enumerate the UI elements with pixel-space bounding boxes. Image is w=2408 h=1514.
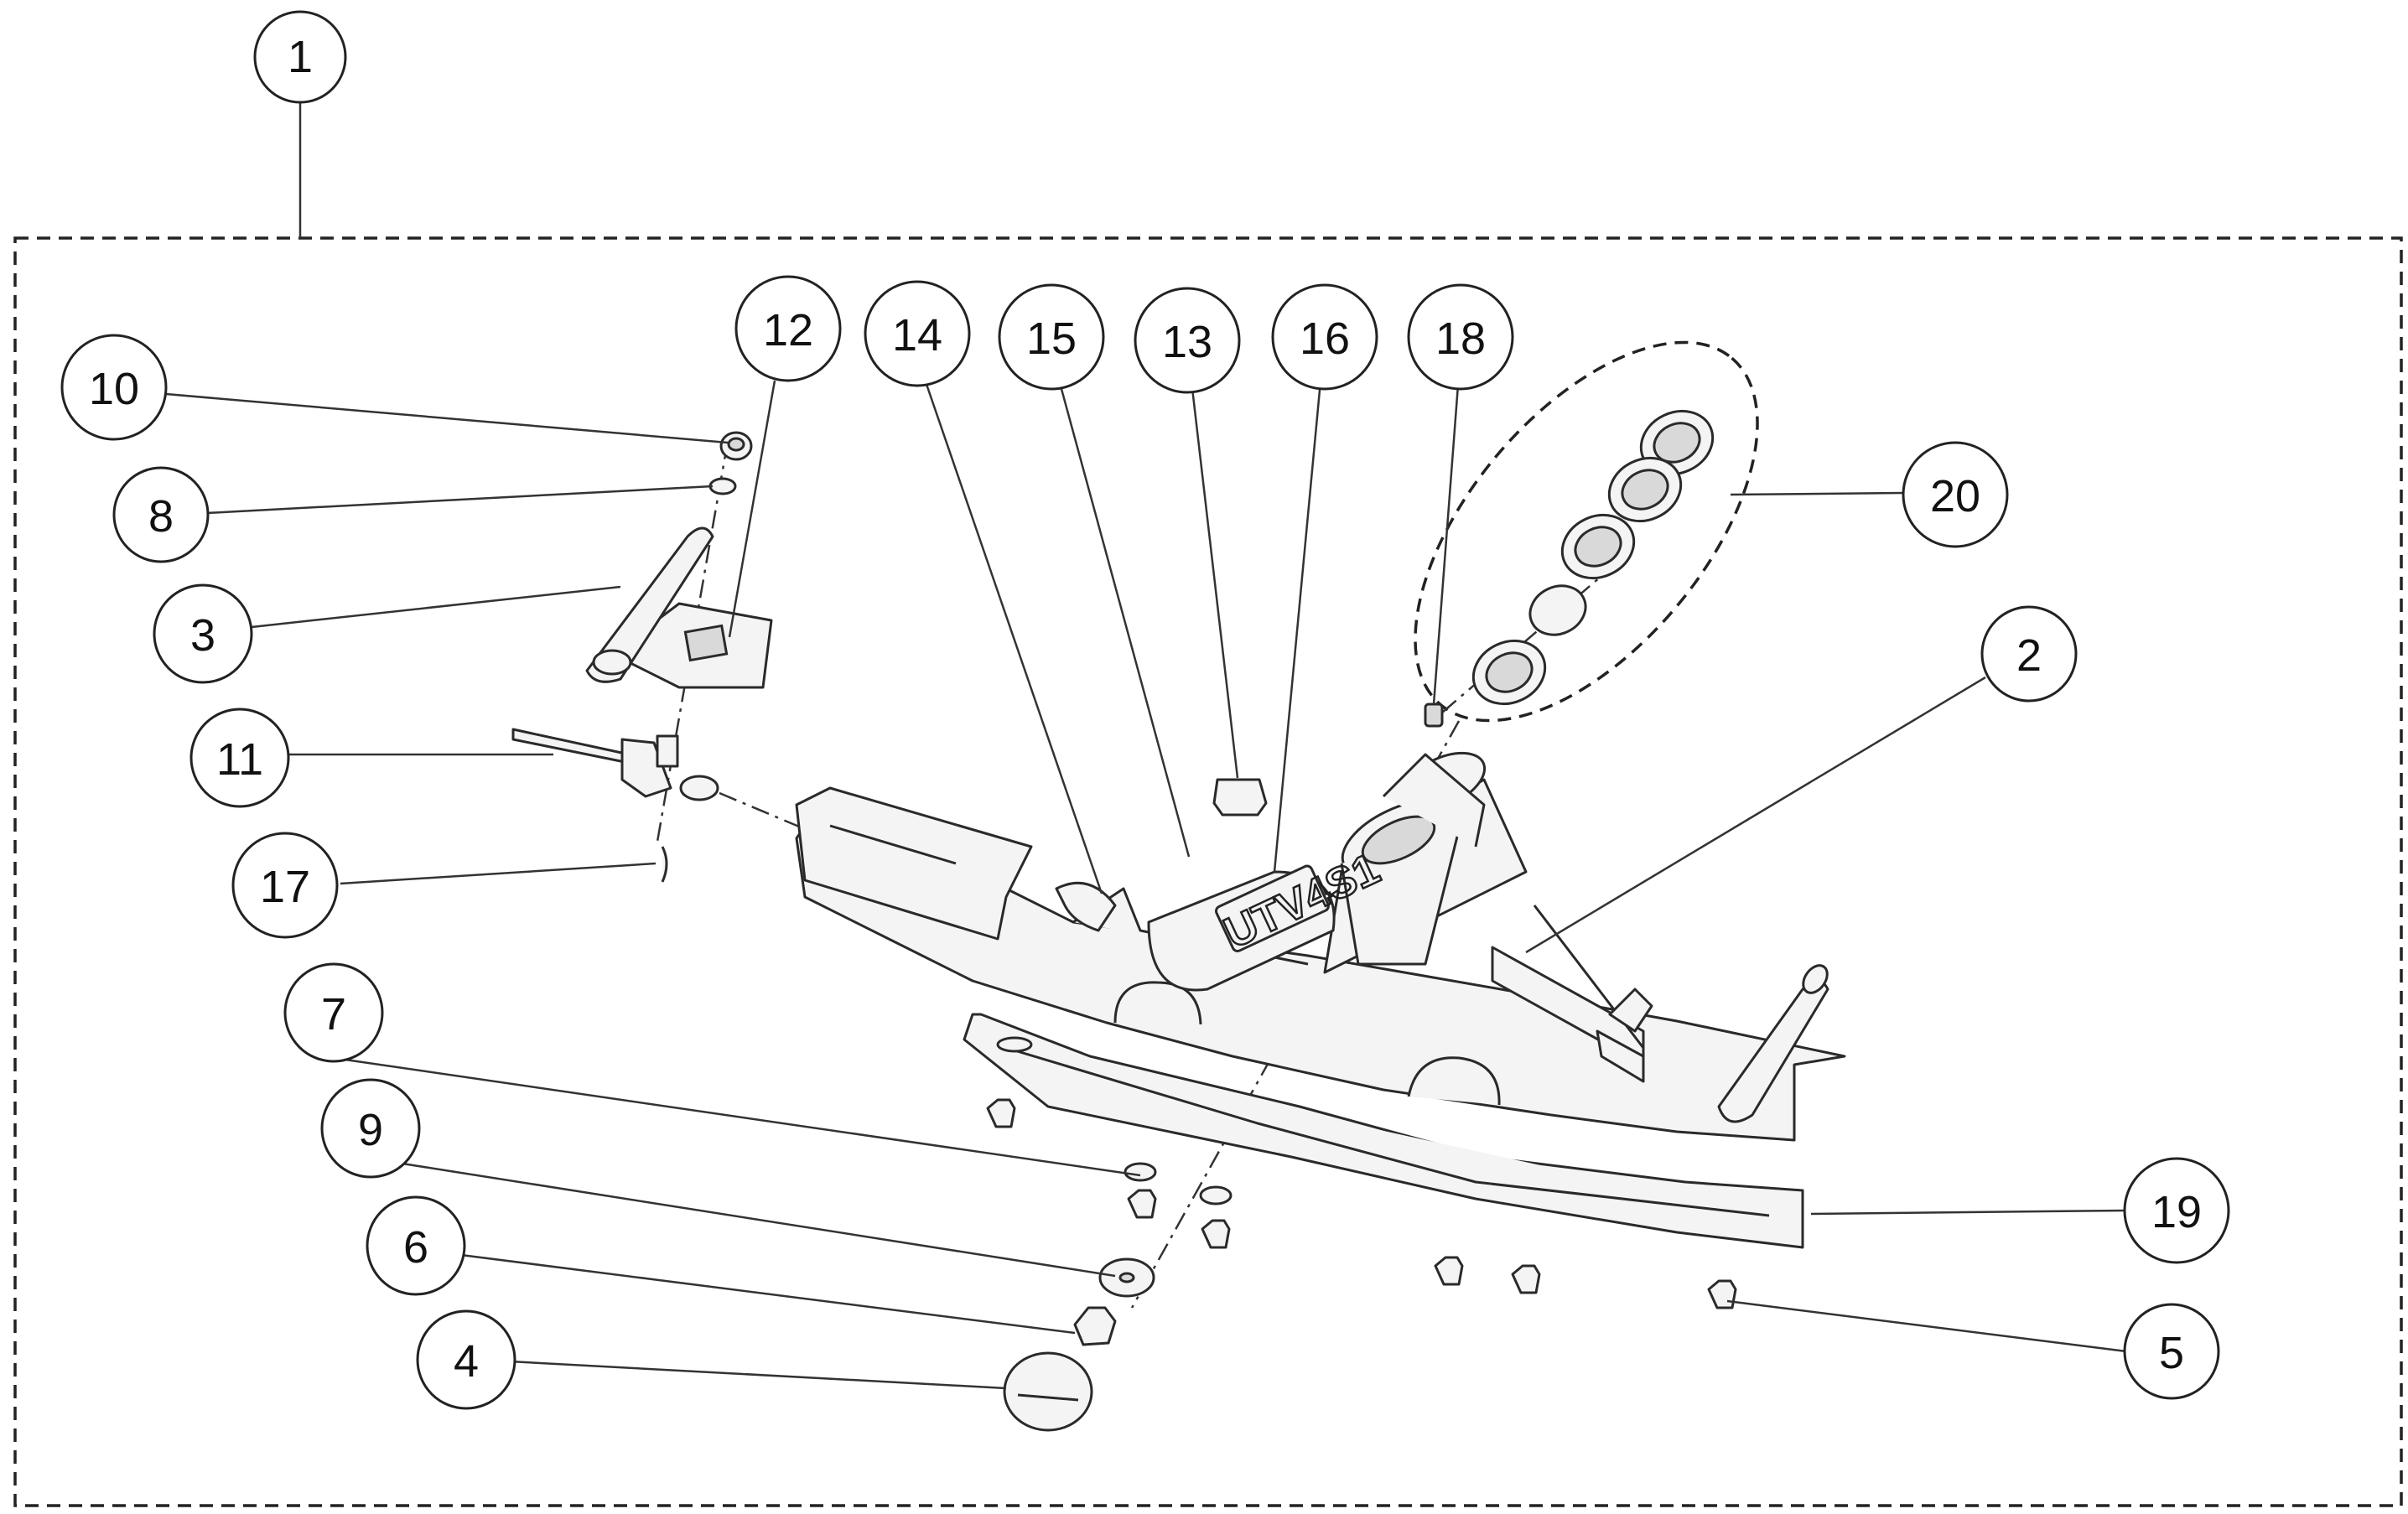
callout-15: 15 [998,283,1105,391]
peg-bolt [511,728,719,801]
leader-lines [165,366,2127,1390]
bearing-set [1471,409,1715,706]
callout-18: 18 [1407,283,1514,391]
assembly-boundary [13,236,2403,1507]
callout-14: 14 [864,280,971,387]
callout-label: 11 [216,734,263,785]
callout-label: 17 [260,862,310,912]
skid-plate [963,1013,1804,1249]
callout-label: 2 [2016,630,2042,681]
callout-label: 8 [148,491,174,542]
hardware-washer-small [708,477,737,495]
callout-label: 20 [1930,471,1980,521]
callout-4: 4 [416,1309,516,1410]
end-cap [1003,1351,1093,1432]
callout-12: 12 [734,275,842,382]
callout-2: 2 [1980,605,2078,703]
callout-10: 10 [60,334,168,441]
hardware-bolt-6 [1073,1306,1117,1346]
callout-label: 16 [1300,314,1350,364]
hardware-washer-large [1098,1257,1155,1298]
callout-8: 8 [112,466,210,563]
callout-1: 1 [253,10,347,104]
callout-label: 18 [1435,314,1486,364]
callout-label: 4 [454,1336,479,1387]
callout-label: 6 [403,1222,428,1273]
callout-16: 16 [1271,283,1378,391]
callout-label: 14 [892,310,942,360]
callout-label: 13 [1162,317,1212,367]
callout-label: 5 [2159,1328,2184,1378]
hardware-spacer [1212,778,1268,817]
callout-label: 15 [1026,314,1077,364]
callout-7: 7 [283,962,384,1063]
callout-5: 5 [2123,1303,2220,1400]
callout-9: 9 [320,1078,421,1179]
callout-11: 11 [189,708,290,808]
callout-label: 1 [288,32,313,82]
callout-label: 12 [763,305,813,355]
hardware-clip [661,846,668,883]
main-frame: UTV4S1 [795,751,1846,1142]
callout-17: 17 [231,832,339,939]
callout-19: 19 [2123,1157,2230,1264]
hardware-setscrew [1424,703,1444,728]
callout-3: 3 [153,583,253,684]
hardware-nut [719,431,753,461]
callout-6: 6 [366,1195,466,1296]
callout-label: 10 [89,364,139,414]
callout-13: 13 [1134,287,1241,394]
callout-label: 9 [358,1105,383,1155]
callout-label: 19 [2151,1187,2202,1237]
callout-20: 20 [1902,441,2009,548]
callout-label: 3 [190,610,215,661]
hardware-washer-pair [1124,1162,1233,1205]
callout-label: 7 [321,989,346,1040]
